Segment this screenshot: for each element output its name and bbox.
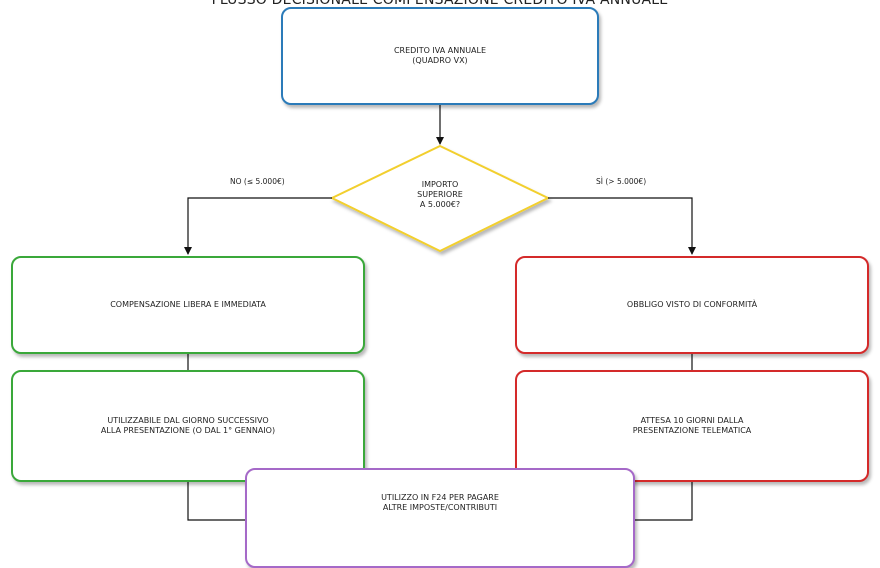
decision-diamond bbox=[329, 144, 551, 253]
node-right-1-label: OBBLIGO VISTO DI CONFORMITÀ bbox=[626, 300, 758, 309]
node-start: CREDITO IVA ANNUALE (QUADRO VX) bbox=[281, 7, 599, 105]
connector-decision-to-right bbox=[548, 197, 696, 255]
node-end: UTILIZZO IN F24 PER PAGARE ALTRE IMPOSTE… bbox=[245, 468, 635, 568]
diagram-title: FLUSSO DECISIONALE COMPENSAZIONE CREDITO… bbox=[211, 0, 669, 8]
connector-decision-to-left bbox=[184, 197, 332, 255]
node-right-2: ATTESA 10 GIORNI DALLA PRESENTAZIONE TEL… bbox=[515, 370, 869, 482]
node-end-label: UTILIZZO IN F24 PER PAGARE ALTRE IMPOSTE… bbox=[381, 493, 499, 512]
node-decision-label: IMPORTO SUPERIORE A 5.000€? bbox=[417, 180, 463, 209]
node-left-1: COMPENSAZIONE LIBERA E IMMEDIATA bbox=[11, 256, 365, 354]
node-right-1: OBBLIGO VISTO DI CONFORMITÀ bbox=[515, 256, 869, 354]
node-left-1-label: COMPENSAZIONE LIBERA E IMMEDIATA bbox=[110, 300, 266, 309]
node-start-label: CREDITO IVA ANNUALE (QUADRO VX) bbox=[393, 46, 487, 65]
node-left-2: UTILIZZABILE DAL GIORNO SUCCESSIVO ALLA … bbox=[11, 370, 365, 482]
connector-layer bbox=[184, 96, 696, 524]
branch-label-yes: SÌ (> 5.000€) bbox=[596, 177, 647, 186]
node-left-2-label: UTILIZZABILE DAL GIORNO SUCCESSIVO ALLA … bbox=[100, 416, 276, 435]
node-right-2-label: ATTESA 10 GIORNI DALLA PRESENTAZIONE TEL… bbox=[632, 416, 752, 435]
branch-label-no: NO (≤ 5.000€) bbox=[230, 177, 285, 186]
